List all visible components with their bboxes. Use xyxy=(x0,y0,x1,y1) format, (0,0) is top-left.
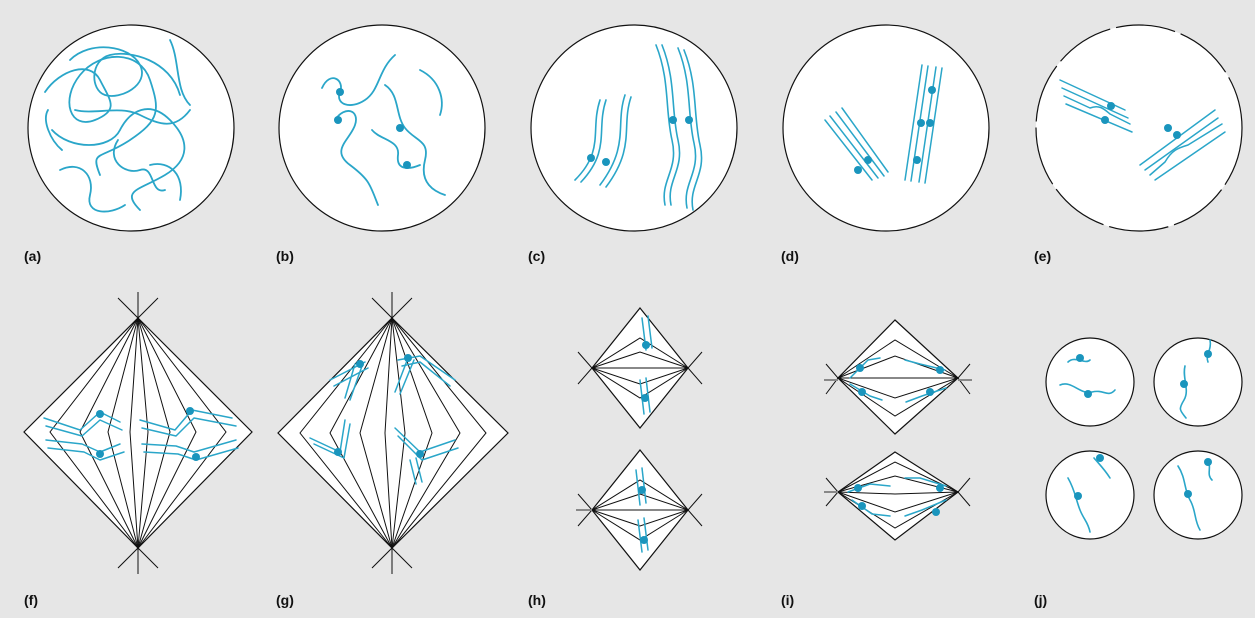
panel-label-d: (d) xyxy=(781,248,799,264)
chromosomes xyxy=(321,54,446,206)
panel-label-i: (i) xyxy=(781,592,795,608)
centromeres xyxy=(638,486,648,544)
haploid-cell-4 xyxy=(1153,450,1243,540)
chromosomes xyxy=(635,467,649,553)
panel-label-e: (e) xyxy=(1034,248,1052,264)
haploid-cell-2 xyxy=(1153,337,1243,427)
centromeres xyxy=(1101,102,1181,139)
haploid-cell-3 xyxy=(1045,450,1135,540)
bivalents-at-plate xyxy=(43,409,239,461)
panel-label-j: (j) xyxy=(1034,592,1048,608)
panel-d-cell xyxy=(782,24,990,232)
spindle-fibers xyxy=(577,337,703,399)
panel-b-cell xyxy=(278,24,486,232)
bivalents xyxy=(1059,79,1226,181)
centromeres xyxy=(334,88,411,169)
panel-i-lower-spindle xyxy=(824,451,971,541)
centromeres xyxy=(854,86,936,174)
haploid-cell-1 xyxy=(1045,337,1135,427)
spindle-fibers xyxy=(49,292,227,574)
centromeres xyxy=(641,341,650,402)
centromeres xyxy=(334,354,424,458)
centromeres xyxy=(96,407,200,461)
cell-membrane xyxy=(530,24,738,232)
panel-label-a: (a) xyxy=(24,248,42,264)
panel-e-cell xyxy=(1035,24,1243,232)
panel-label-c: (c) xyxy=(528,248,546,264)
cell-membrane xyxy=(278,24,486,232)
panel-a-cell xyxy=(27,24,235,232)
panel-label-h: (h) xyxy=(528,592,546,608)
panel-label-b: (b) xyxy=(276,248,294,264)
panel-label-g: (g) xyxy=(276,592,294,608)
panel-i-upper-spindle xyxy=(824,319,972,435)
panel-c-cell xyxy=(530,24,738,232)
centromeres xyxy=(854,484,944,516)
synapsed-chromosomes xyxy=(574,44,703,211)
spindle-outline xyxy=(23,317,253,549)
panel-j-cells xyxy=(1045,337,1243,540)
spindle-outline xyxy=(837,451,960,541)
centromeres xyxy=(856,364,944,396)
separating-homologs xyxy=(309,355,459,485)
spindle-outline xyxy=(837,319,959,435)
panel-label-f: (f) xyxy=(24,592,38,608)
panel-f-spindle xyxy=(23,292,253,574)
nuclear-envelope-breaking xyxy=(1035,24,1243,232)
panel-h-upper-spindle xyxy=(577,307,703,429)
chromatin-threads xyxy=(44,39,191,213)
panel-g-spindle xyxy=(277,292,509,574)
centromeres xyxy=(587,116,693,166)
spindle-outline xyxy=(277,317,509,549)
panel-h-lower-spindle xyxy=(576,449,703,571)
cell-membrane xyxy=(782,24,990,232)
